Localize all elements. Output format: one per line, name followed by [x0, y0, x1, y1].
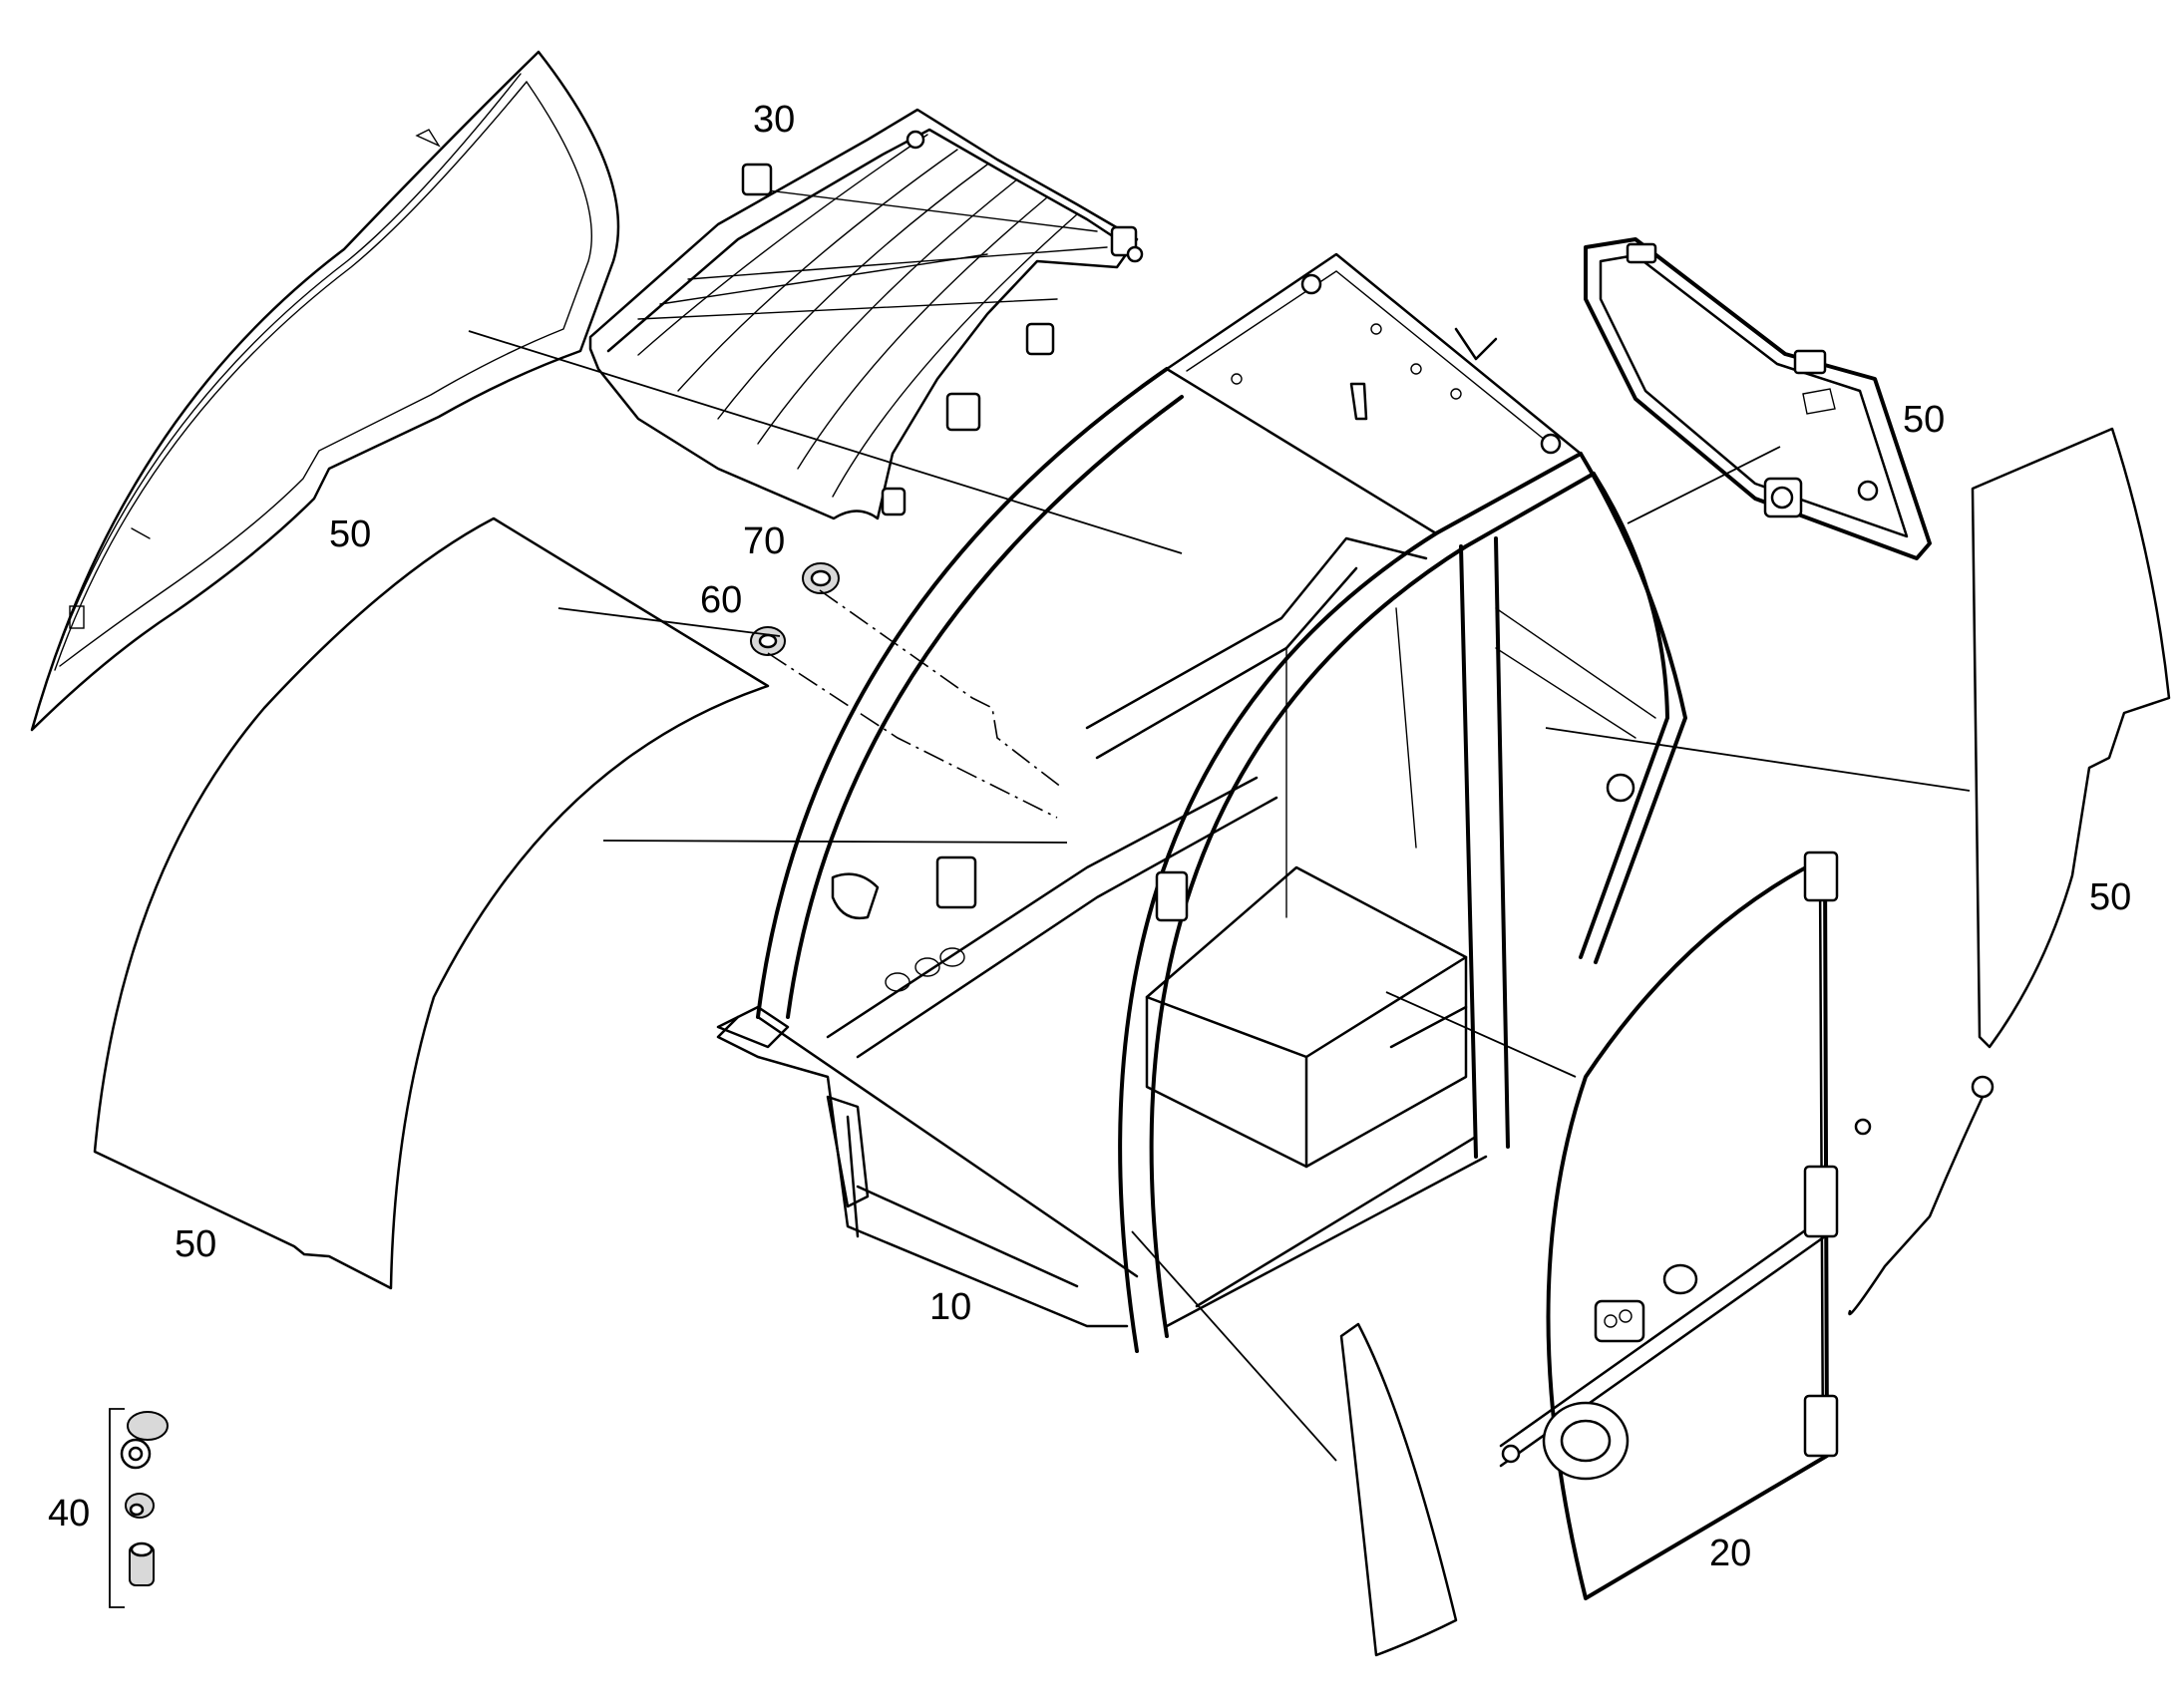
callout-60: 60	[700, 579, 742, 621]
part-10-cab-frame	[716, 252, 1687, 1353]
callout-50-windscreen: 50	[329, 513, 371, 555]
callout-40: 40	[48, 1493, 90, 1535]
part-50-quarter-glass	[1339, 1322, 1458, 1657]
part-40-sleeve	[129, 1541, 155, 1586]
callout-30: 30	[753, 99, 795, 141]
part-50-side-glass-right	[1848, 427, 2171, 1316]
callout-50-left-glass: 50	[175, 1223, 216, 1265]
part-40-nut	[125, 1493, 155, 1519]
callout-50-rear-window: 50	[1903, 399, 1945, 441]
part-50-side-glass-left	[93, 516, 770, 1290]
part-40-fastener-set	[109, 1408, 169, 1608]
part-70-bush	[802, 562, 840, 594]
callout-70: 70	[743, 520, 785, 562]
callout-20: 20	[1709, 1533, 1751, 1574]
part-50-windscreen-glass	[30, 50, 620, 732]
part-60-grommet	[750, 626, 786, 656]
part-30-roof-guard	[588, 108, 1144, 520]
callout-10: 10	[929, 1286, 971, 1328]
leader-lines	[468, 330, 1971, 1462]
part-50-rear-window	[1584, 237, 1932, 560]
part-20-door	[1499, 851, 1872, 1600]
callout-50-right-glass: 50	[2089, 876, 2131, 918]
part-40-bush	[120, 1411, 169, 1470]
